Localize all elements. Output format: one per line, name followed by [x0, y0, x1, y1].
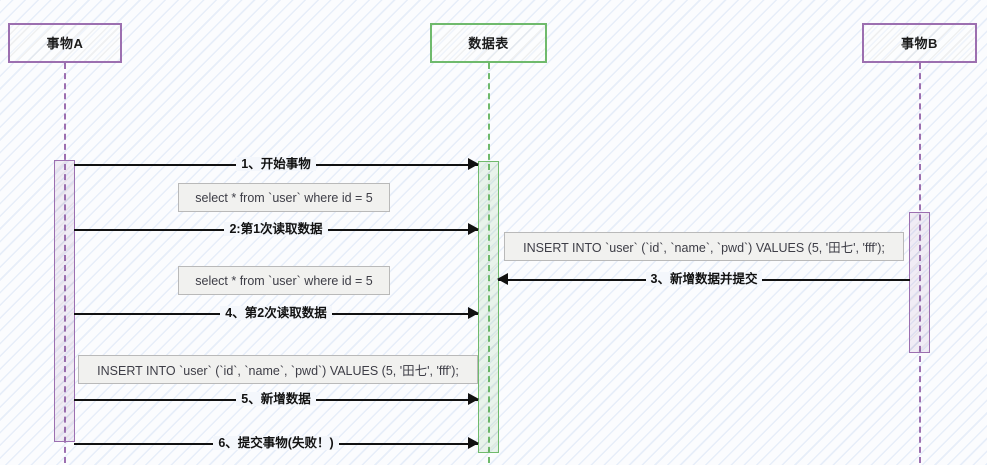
arrow-right-icon	[468, 307, 479, 319]
lifeline-transaction-b	[919, 63, 921, 463]
message-3[interactable]: 3、新增数据并提交	[497, 270, 910, 289]
message-1-label: 1、开始事物	[74, 155, 478, 173]
message-6-label: 6、提交事物(失败！)	[74, 434, 478, 452]
arrow-right-icon	[468, 223, 479, 235]
message-5[interactable]: 5、新增数据	[74, 390, 479, 409]
participant-box-data-table[interactable]: 数据表	[430, 23, 547, 63]
message-3-label: 3、新增数据并提交	[498, 270, 910, 288]
activation-bar-transaction-a	[54, 160, 75, 442]
note-select-1: select * from `user` where id = 5	[178, 183, 390, 212]
note-insert-b: INSERT INTO `user` (`id`, `name`, `pwd`)…	[504, 232, 904, 261]
message-2-label: 2:第1次读取数据	[74, 220, 478, 238]
participant-label-transaction-a: 事物A	[46, 35, 84, 51]
participant-box-transaction-b[interactable]: 事物B	[862, 23, 977, 63]
participant-label-data-table: 数据表	[468, 35, 509, 51]
note-insert-a: INSERT INTO `user` (`id`, `name`, `pwd`)…	[78, 355, 478, 384]
message-4-label: 4、第2次读取数据	[74, 304, 478, 322]
participant-label-transaction-b: 事物B	[901, 35, 938, 51]
arrow-right-icon	[468, 437, 479, 449]
activation-bar-data-table	[478, 161, 499, 453]
message-2[interactable]: 2:第1次读取数据	[74, 220, 479, 239]
message-6[interactable]: 6、提交事物(失败！)	[74, 434, 479, 453]
lifeline-transaction-a	[64, 63, 66, 463]
message-4[interactable]: 4、第2次读取数据	[74, 304, 479, 323]
arrow-right-icon	[468, 158, 479, 170]
participant-box-transaction-a[interactable]: 事物A	[8, 23, 122, 63]
arrow-right-icon	[468, 393, 479, 405]
message-1[interactable]: 1、开始事物	[74, 155, 479, 174]
activation-bar-transaction-b	[909, 212, 930, 353]
note-select-2: select * from `user` where id = 5	[178, 266, 390, 295]
arrow-left-icon	[497, 273, 508, 285]
message-5-label: 5、新增数据	[74, 390, 478, 408]
lifeline-data-table	[488, 63, 490, 463]
